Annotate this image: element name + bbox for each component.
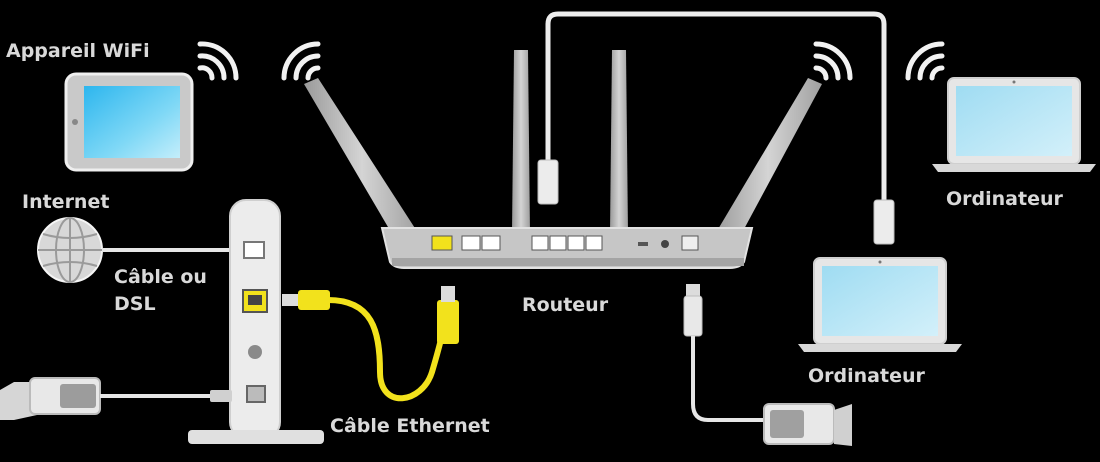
label-cable-dsl-line1: Câble ou	[114, 266, 207, 288]
tablet-icon	[64, 72, 194, 172]
label-wifi-device: Appareil WiFi	[6, 40, 150, 62]
laptop-icon	[932, 77, 1096, 172]
label-internet: Internet	[22, 191, 110, 213]
label-router: Routeur	[522, 294, 609, 316]
wifi-signal-icon	[281, 41, 321, 81]
laptop-icon	[798, 257, 962, 352]
label-cable-dsl-line2: DSL	[114, 293, 156, 315]
wifi-signal-icon	[813, 41, 853, 81]
wifi-signal-icon	[197, 41, 239, 81]
router-icon	[304, 50, 822, 269]
label-computer-top: Ordinateur	[946, 188, 1063, 210]
modem-icon	[188, 199, 324, 444]
ethernet-cable	[282, 286, 459, 402]
power-adapter-icon	[683, 284, 852, 446]
label-ethernet-cable: Câble Ethernet	[330, 415, 490, 437]
power-adapter-icon	[0, 377, 232, 420]
label-computer-bottom: Ordinateur	[808, 365, 925, 387]
wifi-signal-icon	[905, 41, 945, 81]
ethernet-cable-white	[537, 11, 895, 245]
globe-icon	[37, 217, 103, 283]
